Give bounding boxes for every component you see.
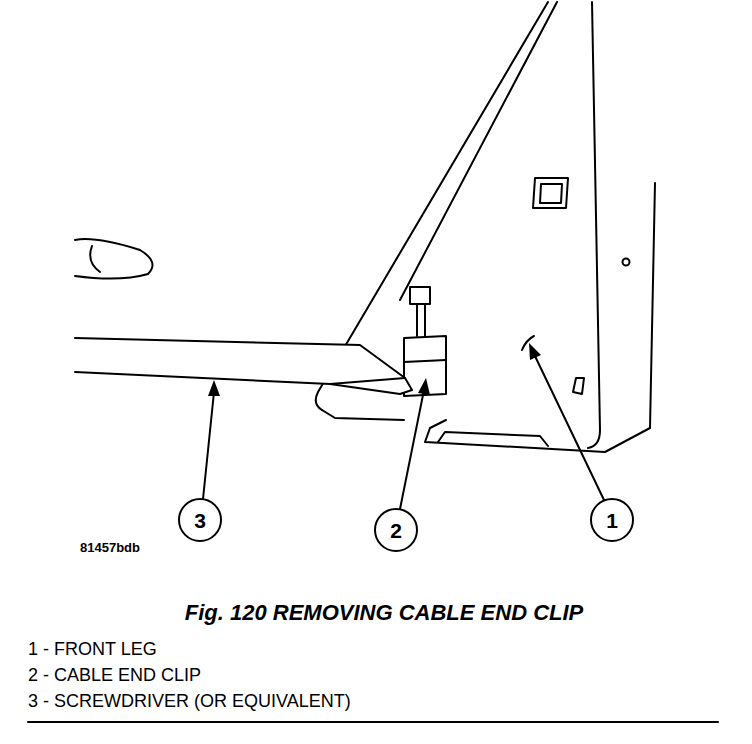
callout-number: 1	[606, 509, 618, 532]
front-leg-base	[425, 420, 650, 452]
arrowhead	[208, 380, 220, 396]
callout-number: 2	[390, 519, 402, 542]
figure-caption: Fig. 120 REMOVING CABLE END CLIP	[185, 601, 584, 625]
screwdriver-tip	[330, 378, 405, 384]
cable-end-clip	[404, 360, 446, 362]
rule-line	[28, 721, 718, 723]
key-entry: 3 - SCREWDRIVER (OR EQUIVALENT)	[28, 692, 351, 712]
leader-line	[400, 390, 424, 509]
front-leg-slot	[438, 432, 548, 446]
cable-cap	[410, 287, 430, 304]
callout-circle	[179, 499, 221, 541]
leader-line	[203, 392, 214, 499]
screwdriver	[75, 338, 412, 394]
front-leg-flange	[650, 183, 655, 428]
tab	[573, 378, 584, 394]
leader-line	[534, 354, 604, 500]
small-hole	[623, 259, 630, 266]
square-hole	[540, 184, 562, 203]
callout-circle	[375, 509, 417, 551]
front-leg-edge	[588, 2, 600, 448]
arrowhead	[418, 378, 430, 395]
figure-id: 81457bdb	[80, 541, 140, 555]
thumb-nail	[90, 246, 100, 272]
key-entry: 2 - CABLE END CLIP	[28, 666, 201, 686]
arrowhead	[529, 343, 541, 360]
square-hole	[533, 178, 568, 208]
thumb	[75, 239, 153, 278]
callout-circle	[591, 499, 633, 541]
front-leg-edge	[400, 2, 557, 300]
key-entry: 1 - FRONT LEG	[28, 640, 157, 660]
front-leg-base	[322, 410, 404, 420]
callout-number: 3	[194, 509, 206, 532]
cable-rod	[417, 304, 425, 336]
